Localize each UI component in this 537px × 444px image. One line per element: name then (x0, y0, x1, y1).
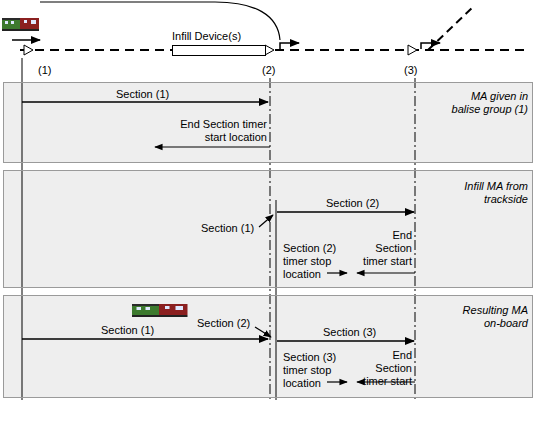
section-arrow (277, 340, 414, 342)
train-car (20, 18, 39, 29)
train-roof (132, 304, 159, 306)
infill-device: Infill Device(s) (165, 30, 275, 58)
balise-symbol (24, 45, 33, 55)
section-arrow (277, 211, 414, 213)
train-window (24, 20, 27, 23)
leader-arrow (259, 215, 273, 227)
panel-heading: MA given in balise group (1) (446, 90, 528, 116)
section-label: Section (1) (116, 88, 186, 101)
timer-arrow (327, 272, 347, 273)
balise-group-number: (1) (38, 64, 51, 77)
timer-label: End Section timer start (356, 349, 412, 388)
panel-ground (3, 170, 533, 288)
timer-arrow (327, 381, 347, 382)
section-label: Section (1) (201, 222, 261, 235)
location-line (270, 78, 271, 400)
panel-heading: Resulting MA on-board (446, 304, 528, 330)
balise-symbol (408, 45, 417, 55)
location-line (22, 58, 23, 400)
train-wheels (132, 315, 188, 317)
balise-symbol (265, 45, 274, 55)
train-window (5, 21, 8, 24)
section-label: Section (2) (197, 317, 257, 330)
train-window (165, 306, 170, 309)
ma-panel: MA given in balise group (1) Section (1) E… (3, 82, 533, 163)
section-label: Section (3) (323, 326, 393, 339)
train-icon (132, 304, 188, 317)
location-line (276, 200, 277, 400)
balise-group-number: (3) (404, 64, 417, 77)
train-icon (2, 18, 39, 31)
train-window (11, 21, 14, 24)
section-arrow (22, 338, 268, 340)
ma-panel: Infill MA from tracksideSection (2) Secti… (3, 170, 533, 288)
leader-arrow (255, 327, 271, 337)
section-arrow (22, 101, 268, 103)
device-label: Infill Device(s) (172, 30, 272, 43)
timer-label: Section (3) timer stop location (283, 351, 345, 390)
train-window (31, 20, 36, 24)
train-roof (2, 18, 20, 20)
signal-symbol (421, 43, 440, 49)
signal-symbol (280, 43, 299, 49)
panel-ground (3, 82, 533, 163)
timer-label: Section (2) timer stop location (283, 242, 345, 281)
timer-label: End Section timer start location (167, 118, 267, 144)
panel-ground (3, 295, 533, 398)
train-wheels (2, 29, 39, 31)
section-label: Section (2) (326, 197, 396, 210)
timer-arrow (357, 272, 415, 273)
timer-arrow (155, 146, 270, 147)
infill-device-box (172, 45, 266, 56)
train-car (159, 304, 188, 315)
train-window (176, 306, 184, 310)
balise-group-number: (2) (262, 64, 275, 77)
timer-label: End Section timer start (356, 229, 412, 268)
panel-heading: Infill MA from trackside (446, 180, 528, 206)
location-line (415, 78, 416, 400)
train-car (132, 305, 159, 315)
section-label: Section (1) (101, 324, 171, 337)
train-window (146, 307, 151, 310)
direction-arrow (12, 39, 40, 41)
route-curve (40, 2, 280, 40)
ma-panel: Resulting MA on-boardSection (1) Section … (3, 295, 533, 398)
train-car (2, 19, 20, 29)
train-window (137, 307, 142, 310)
